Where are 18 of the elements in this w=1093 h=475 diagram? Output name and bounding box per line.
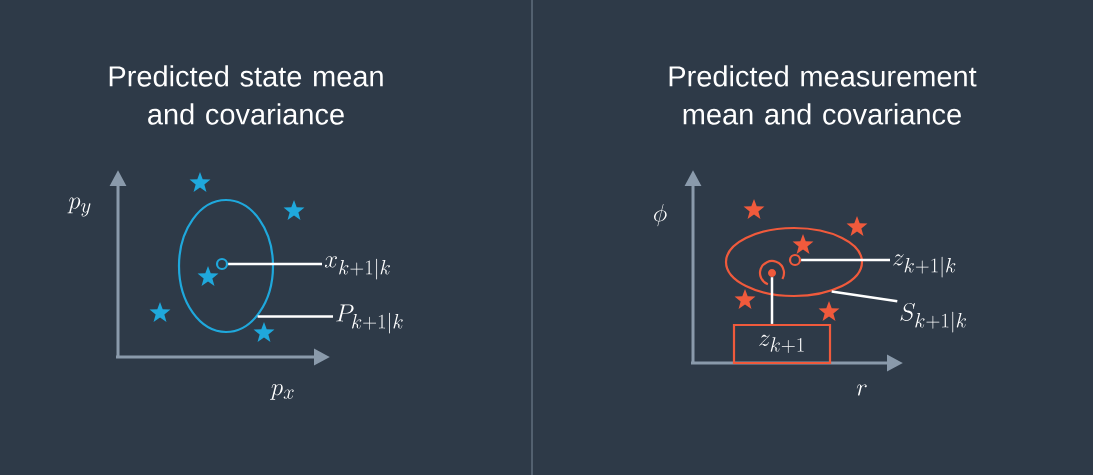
leader-line [228,262,322,266]
math-label: $x_{k+1|k}$ [324,256,390,280]
covariance-ellipse [177,198,275,334]
covariance-ellipse [724,226,864,298]
measurement-box: $z_{k+1}$ [732,323,832,365]
panel-title: Predicted state mean and covariance [109,65,383,125]
panel-title: Predicted measurement mean and covariance [669,65,977,125]
axis-label: $p_y$ [67,197,91,217]
math-label: $S_{k+1|k}$ [900,302,967,333]
axis-label: $p_x$ [270,384,294,400]
mean-marker [215,257,229,271]
mean-marker [788,253,802,267]
axis-label: $\phi$ [653,203,667,227]
leader-line [770,277,774,324]
math-label: $z_{k+1|k}$ [893,254,956,278]
axis-label: $r$ [856,384,867,396]
leader-line [801,258,890,262]
math-label: $P_{k+1|k}$ [336,304,403,334]
